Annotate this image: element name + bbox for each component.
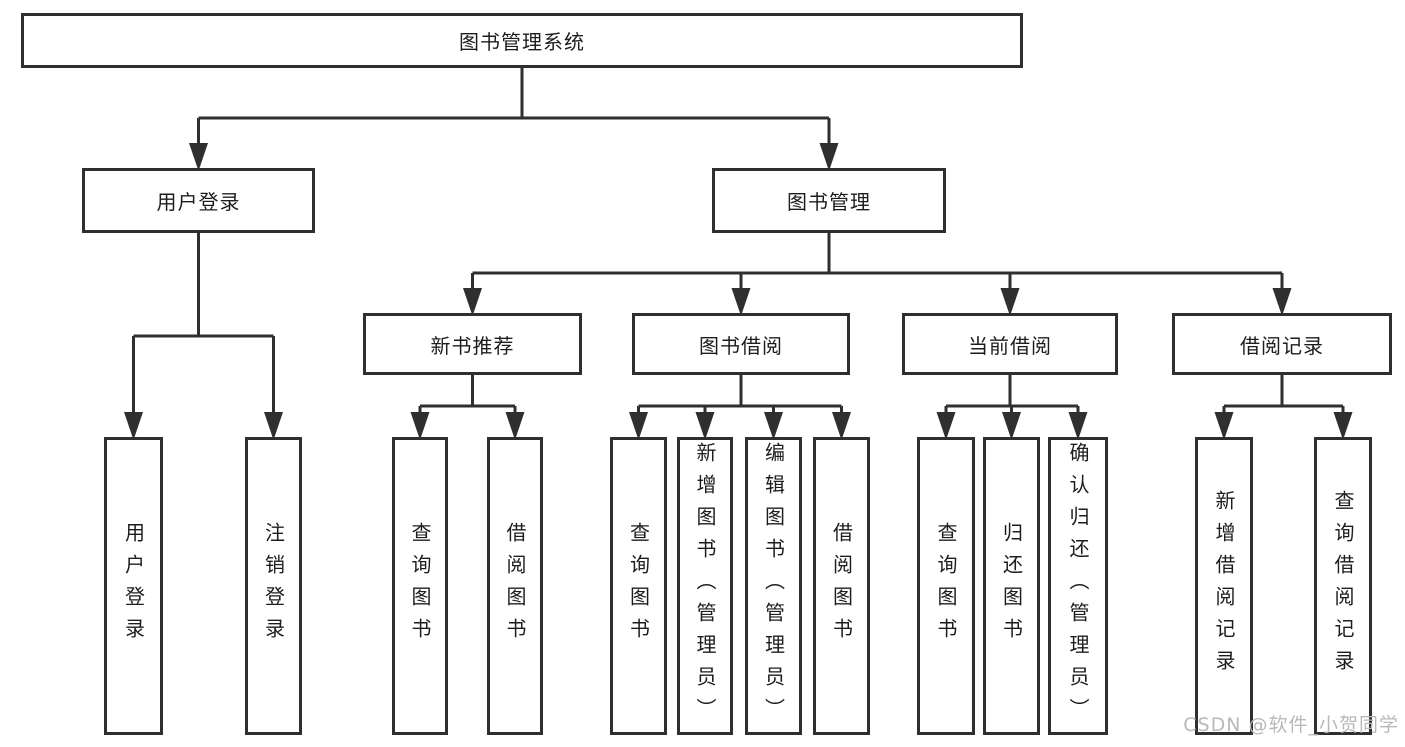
node-new-book-recommend-label: 新书推荐 <box>430 333 515 358</box>
node-root: 图书管理系统 <box>21 13 1023 68</box>
leaf-confirm-return-admin: 确认归还（管理员） <box>1048 437 1108 735</box>
leaf-query-books-borrow: 查询图书 <box>610 437 667 735</box>
leaf-add-book-admin-label: 新增图书（管理员） <box>693 442 717 730</box>
leaf-add-borrow-record: 新增借阅记录 <box>1195 437 1253 735</box>
leaf-query-books-current-label: 查询图书 <box>934 522 958 650</box>
leaf-logout-label: 注销登录 <box>261 522 286 650</box>
node-user-login: 用户登录 <box>82 168 315 233</box>
node-root-label: 图书管理系统 <box>459 30 585 54</box>
leaf-borrow-books-borrow: 借阅图书 <box>813 437 870 735</box>
leaf-add-book-admin: 新增图书（管理员） <box>677 437 733 735</box>
node-current-borrow: 当前借阅 <box>902 313 1118 375</box>
node-borrow-records: 借阅记录 <box>1172 313 1392 375</box>
leaf-logout: 注销登录 <box>245 437 302 735</box>
leaf-edit-book-admin-label: 编辑图书（管理员） <box>761 442 786 730</box>
leaf-return-book: 归还图书 <box>983 437 1040 735</box>
leaf-confirm-return-admin-label: 确认归还（管理员） <box>1066 442 1090 730</box>
node-new-book-recommend: 新书推荐 <box>363 313 582 375</box>
leaf-user-login: 用户登录 <box>104 437 163 735</box>
leaf-borrow-books-recommend-label: 借阅图书 <box>503 522 527 650</box>
leaf-query-borrow-record: 查询借阅记录 <box>1314 437 1372 735</box>
node-current-borrow-label: 当前借阅 <box>968 333 1052 358</box>
leaf-borrow-books-recommend: 借阅图书 <box>487 437 543 735</box>
node-book-borrow-label: 图书借阅 <box>699 333 783 358</box>
node-book-management: 图书管理 <box>712 168 946 233</box>
leaf-return-book-label: 归还图书 <box>999 522 1024 650</box>
csdn-watermark: CSDN @软件_小贺同学 <box>1183 714 1399 736</box>
leaf-query-books-recommend-label: 查询图书 <box>408 522 432 650</box>
node-borrow-records-label: 借阅记录 <box>1240 333 1324 358</box>
node-book-management-label: 图书管理 <box>787 190 871 214</box>
leaf-user-login-label: 用户登录 <box>121 522 146 650</box>
leaf-add-borrow-record-label: 新增借阅记录 <box>1212 490 1236 682</box>
arrowheads <box>124 143 1353 440</box>
leaf-edit-book-admin: 编辑图书（管理员） <box>745 437 802 735</box>
node-user-login-label: 用户登录 <box>156 190 241 214</box>
node-book-borrow: 图书借阅 <box>632 313 850 375</box>
leaf-query-borrow-record-label: 查询借阅记录 <box>1331 490 1355 682</box>
leaf-query-books-current: 查询图书 <box>917 437 975 735</box>
leaf-query-books-borrow-label: 查询图书 <box>626 522 651 650</box>
leaf-borrow-books-borrow-label: 借阅图书 <box>829 522 854 650</box>
leaf-query-books-recommend: 查询图书 <box>392 437 448 735</box>
